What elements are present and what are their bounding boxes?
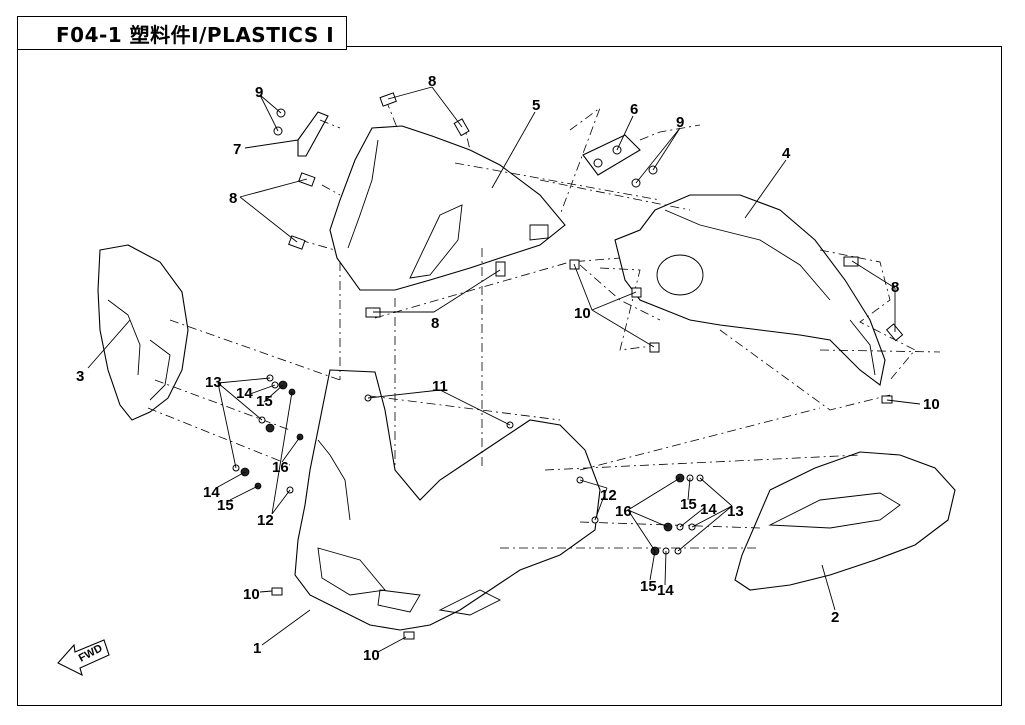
leader-lines: [87, 86, 921, 653]
callout-14: 14: [700, 501, 717, 518]
alignment-lines: [147, 99, 941, 549]
callout-10: 10: [243, 586, 260, 603]
callout-12: 12: [600, 487, 617, 504]
callout-15: 15: [217, 497, 234, 514]
callout-9: 9: [676, 114, 684, 131]
callout-14: 14: [657, 582, 674, 599]
callout-6: 6: [630, 101, 638, 118]
callout-14: 14: [203, 484, 220, 501]
callout-10: 10: [363, 647, 380, 664]
callout-8: 8: [428, 73, 436, 90]
callout-1: 1: [253, 640, 261, 657]
callout-15: 15: [640, 578, 657, 595]
callout-15: 15: [256, 393, 273, 410]
front-fairing-part: [294, 369, 601, 631]
inner-cowl-part: [614, 194, 886, 386]
callout-labels: 9 7 8 5 6 9 4 8 8 8 10 10 3 11 13 14 15 …: [76, 73, 940, 664]
callout-15: 15: [680, 496, 697, 513]
callout-8: 8: [229, 190, 237, 207]
bracket-6-part: [582, 134, 641, 176]
callout-12: 12: [257, 512, 274, 529]
left-side-panel-part: [97, 244, 189, 421]
callout-5: 5: [532, 97, 540, 114]
bracket-7-part: [297, 111, 329, 157]
diagram-frame: [17, 46, 1002, 706]
diagram-title: F04-1 塑料件Ⅰ/PLASTICS Ⅰ: [17, 16, 347, 50]
callout-10: 10: [574, 305, 591, 322]
callout-14: 14: [236, 385, 253, 402]
callout-13: 13: [205, 374, 222, 391]
right-side-panel-part: [734, 451, 956, 591]
callout-4: 4: [782, 145, 791, 162]
callout-16: 16: [272, 459, 289, 476]
callout-8: 8: [431, 315, 439, 332]
callout-11: 11: [432, 378, 448, 395]
fwd-arrow-icon: FWD: [57, 639, 110, 677]
windscreen-part: [329, 125, 566, 291]
callout-2: 2: [831, 609, 839, 626]
callout-7: 7: [233, 141, 241, 158]
callout-16: 16: [615, 503, 632, 520]
callout-9: 9: [255, 84, 263, 101]
callout-3: 3: [76, 368, 84, 385]
callout-13: 13: [727, 503, 744, 520]
callout-10: 10: [923, 396, 940, 413]
callout-8: 8: [891, 279, 899, 296]
